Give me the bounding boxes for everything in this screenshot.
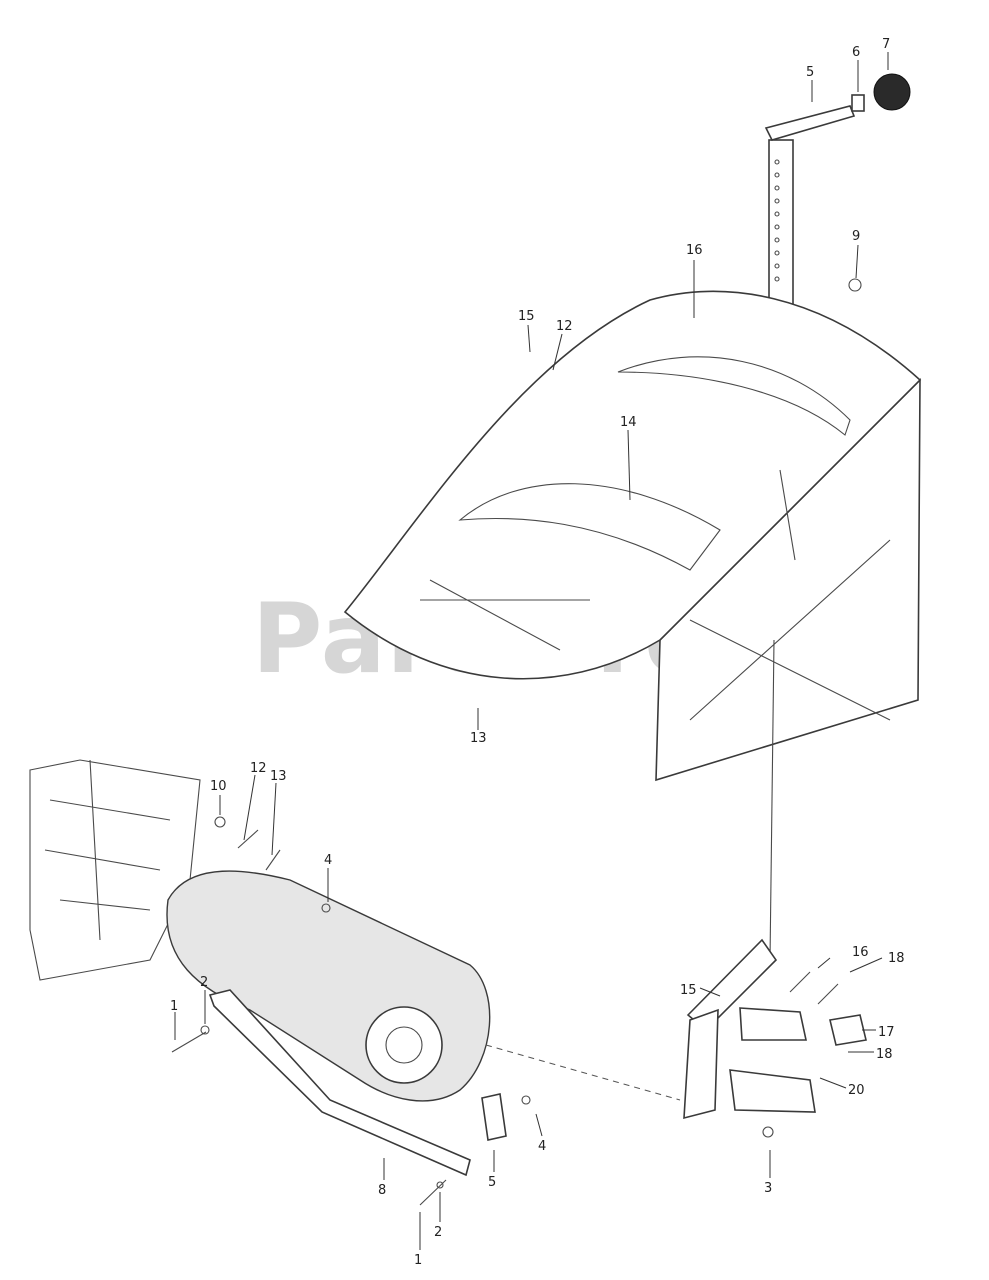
bolt-10 <box>214 816 226 828</box>
rear-flap-14 <box>617 356 851 436</box>
depth-bar-holes <box>774 159 780 282</box>
tine-shield <box>343 290 922 782</box>
pin-12 <box>237 829 259 849</box>
bracket-20 <box>729 1069 816 1113</box>
callout-18-top: 18 <box>888 951 905 966</box>
callout-1-bottom: 1 <box>414 1253 422 1268</box>
engine-detail <box>44 759 171 941</box>
callout-12-trans: 12 <box>250 761 267 776</box>
callout-15-hitch: 15 <box>680 983 697 998</box>
callout-3: 3 <box>764 1181 772 1196</box>
drag-bar-8 <box>208 989 471 1177</box>
shield-hood <box>343 290 922 680</box>
callout-13-trans: 13 <box>270 769 287 784</box>
callout-13-shield: 13 <box>470 731 487 746</box>
washer-2b <box>436 1181 444 1189</box>
callout-8: 8 <box>378 1183 386 1198</box>
callout-7: 7 <box>882 37 890 52</box>
depth-bar-slot <box>779 469 796 561</box>
callout-2-trans: 2 <box>200 975 208 990</box>
clip-17 <box>829 1014 867 1046</box>
callout-16-shield: 16 <box>686 243 703 258</box>
callout-6: 6 <box>852 45 860 60</box>
bolt-3 <box>762 1126 774 1138</box>
hood-ribs <box>420 579 590 651</box>
bolt-1a <box>171 1031 207 1053</box>
callout-2-bottom: 2 <box>434 1225 442 1240</box>
callout-10: 10 <box>210 779 227 794</box>
pin-16a <box>789 971 811 993</box>
callout-15-shield: 15 <box>518 309 535 324</box>
hub-inner <box>385 1026 423 1064</box>
callout-20: 20 <box>848 1083 865 1098</box>
callout-9: 9 <box>852 229 860 244</box>
callout-5-bracket: 5 <box>488 1175 496 1190</box>
transmission-housing <box>166 870 491 1102</box>
callout-labels: 5 6 7 16 9 15 12 14 13 10 12 13 4 1 2 8 … <box>170 37 905 1268</box>
callout-18-bottom: 18 <box>876 1047 893 1062</box>
alignment-line <box>485 1044 681 1101</box>
bracket-side <box>683 1008 719 1120</box>
depth-bar-rod <box>769 639 775 961</box>
pin-13 <box>265 849 281 871</box>
callout-leaders <box>174 52 889 1250</box>
bolt-1b <box>419 1179 447 1206</box>
transmission-body <box>166 870 491 1102</box>
callout-12-shield: 12 <box>556 319 573 334</box>
side-panel-ribs <box>689 539 891 721</box>
callout-1-trans: 1 <box>170 999 178 1014</box>
front-flap-14 <box>458 483 721 571</box>
handle-knob <box>873 73 911 111</box>
callout-16-hitch: 16 <box>852 945 869 960</box>
hardware-left <box>171 816 531 1206</box>
hairpin-clip <box>848 278 862 292</box>
washer-2a <box>200 1025 210 1035</box>
transmission-hub <box>365 1006 443 1084</box>
bracket-5 <box>481 1093 507 1141</box>
nut-4b <box>521 1095 531 1105</box>
callout-14: 14 <box>620 415 637 430</box>
hitch-bracket <box>683 938 867 1138</box>
callout-4-trans: 4 <box>324 853 332 868</box>
pin-16b <box>817 983 839 1005</box>
nut-4a <box>321 903 331 913</box>
callout-4-bracket: 4 <box>538 1139 546 1154</box>
handle-grip-sleeve <box>851 94 865 112</box>
depth-bar-handle <box>764 73 911 309</box>
depth-bar-upper <box>768 139 794 309</box>
handle-crossbar <box>764 105 856 141</box>
bracket-top <box>739 1007 807 1041</box>
callout-5-handle: 5 <box>806 65 814 80</box>
callout-17: 17 <box>878 1025 895 1040</box>
